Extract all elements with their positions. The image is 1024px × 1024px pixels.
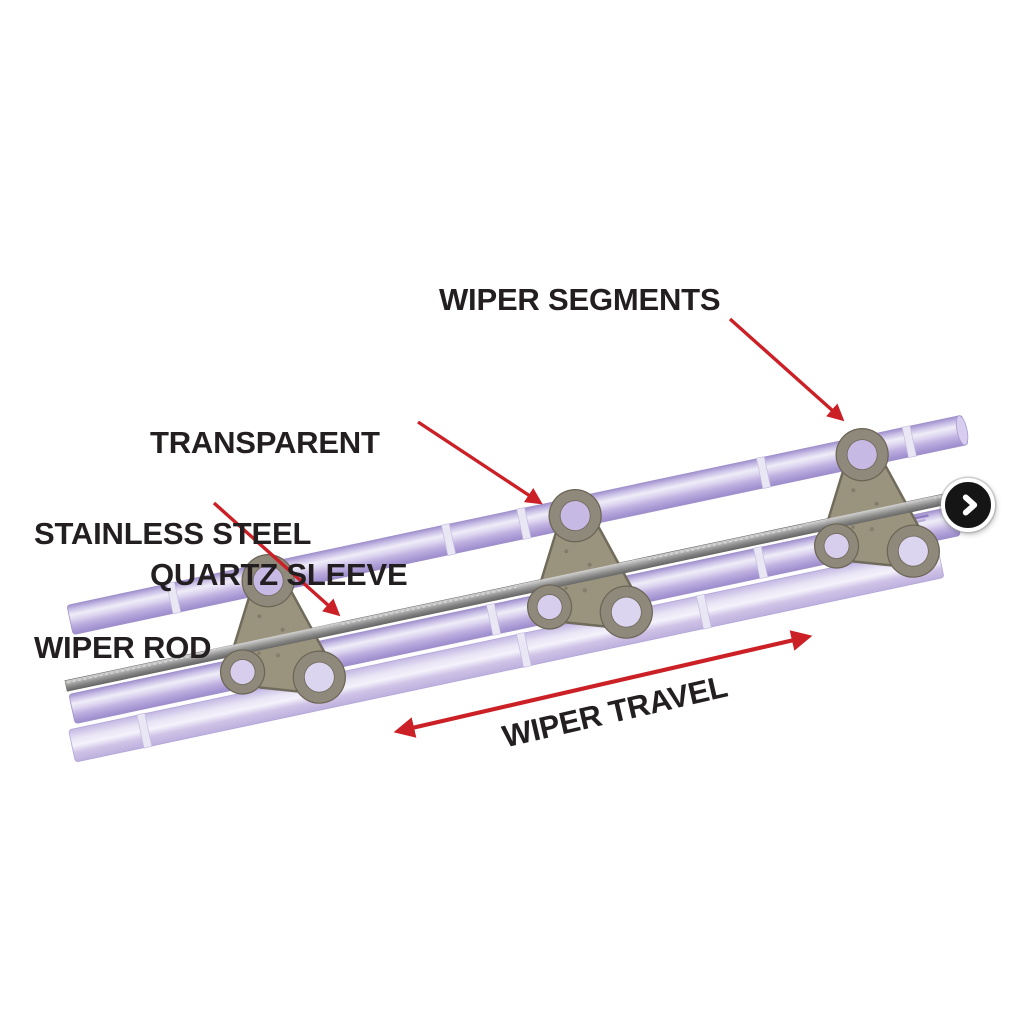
chevron-right-icon xyxy=(962,494,978,516)
label-quartz-sleeve: TRANSPARENT QUARTZ SLEEVE xyxy=(150,333,408,685)
annotation-arrows xyxy=(212,317,845,738)
label-wiper-segments: WIPER SEGMENTS xyxy=(439,282,721,317)
label-rod-line1: STAINLESS STEEL xyxy=(34,516,312,551)
label-quartz-line1: TRANSPARENT xyxy=(150,425,380,460)
arrow-wiper-segments xyxy=(728,317,845,422)
carousel-next-button[interactable] xyxy=(941,478,995,532)
arrow-quartz-sleeve xyxy=(417,420,543,505)
label-rod-line2: WIPER ROD xyxy=(34,630,212,665)
arrow-wiper-travel xyxy=(393,630,813,738)
arrow-wiper-rod xyxy=(212,501,341,617)
label-quartz-line2: QUARTZ SLEEVE xyxy=(150,557,408,592)
label-wiper-rod: STAINLESS STEEL WIPER ROD xyxy=(34,439,311,743)
